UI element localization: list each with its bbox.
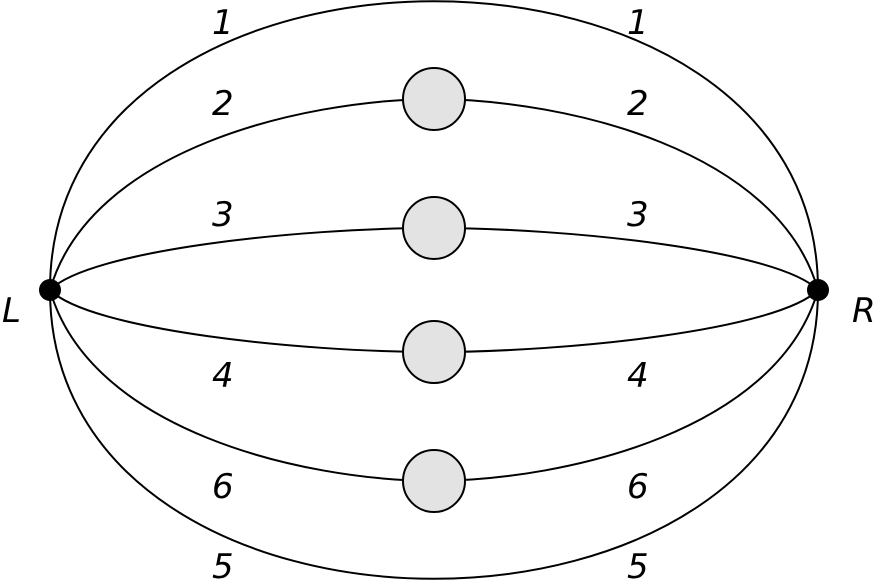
vertex-label-right: R [852,291,876,331]
blob-edge-6 [402,449,466,513]
vertex-label-left: L [2,291,21,331]
edge-label-6-right: 6 [627,467,649,507]
blob-edge-4 [402,320,466,384]
edge-1 [49,0,819,291]
edge-label-1-right: 1 [627,3,649,43]
blob-edge-3 [402,196,466,260]
edge-label-2-left: 2 [212,84,234,124]
edge-label-3-right: 3 [627,195,649,235]
edge-label-3-left: 3 [212,195,234,235]
edge-label-1-left: 1 [212,3,234,43]
edge-label-2-right: 2 [627,84,649,124]
vertex-left [39,279,61,301]
edge-label-5-left: 5 [212,547,234,586]
edge-label-4-left: 4 [212,356,234,396]
vertex-right [807,279,829,301]
edge-label-4-right: 4 [627,356,649,396]
blob-edge-2 [402,67,466,131]
edge-label-6-left: 6 [212,467,234,507]
edge-label-5-right: 5 [627,547,649,586]
edge-5 [49,289,819,580]
